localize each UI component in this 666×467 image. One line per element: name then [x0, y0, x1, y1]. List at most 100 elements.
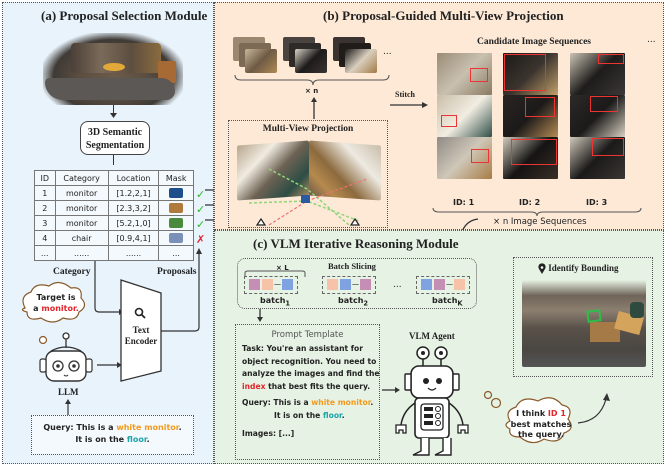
target-thought-bubble: Target is a monitor.	[31, 292, 81, 314]
brace-sequences	[432, 207, 642, 217]
times-l-label: × L	[276, 264, 289, 272]
prompt-query-line2: It is on the floor.	[242, 410, 373, 423]
image-token	[282, 279, 293, 290]
proposal-table: ID Category Location Mask 1 monitor [1.2…	[34, 170, 194, 261]
prompt-query-line2-prefix: It is on the	[274, 410, 323, 420]
text-encoder-line2: Encoder	[124, 336, 158, 346]
panel-b-title: (b) Proposal-Guided Multi-View Projectio…	[323, 8, 564, 23]
batch-2: —	[322, 276, 376, 294]
answer-line3: the query.	[517, 430, 565, 439]
text-encoder-label: Text Encoder	[121, 325, 161, 347]
prompt-task-line: object recognition. You need to	[242, 356, 377, 366]
category-label: Category	[53, 267, 91, 277]
candidate-id-3: ID: 3	[586, 198, 608, 207]
cell-location: ......	[107, 245, 160, 261]
prompt-task-rest: that best fits the query.	[265, 381, 371, 391]
check-icon: ✓	[196, 218, 206, 231]
arrow-batch-to-prompt	[257, 309, 263, 322]
image-token	[421, 279, 432, 290]
batch-1-label: batch1	[260, 296, 290, 308]
image-token	[262, 279, 273, 290]
cross-icon: ✗	[196, 233, 206, 246]
candidate-1-frame	[437, 95, 492, 137]
table-row: 3 monitor [5.2,1,0]	[34, 215, 194, 231]
candidate-2-frame	[503, 95, 558, 137]
batch-label-text: batch	[338, 296, 364, 305]
batch-label-sub: 1	[285, 299, 291, 308]
mask-thumbnail	[169, 203, 184, 213]
multiview-title: Multi-View Projection	[262, 124, 354, 134]
check-icon: ✓	[196, 203, 206, 216]
prompt-template-box: Prompt Template Task: You're an assistan…	[235, 324, 380, 460]
cell-category: ......	[54, 245, 109, 261]
stitch-label: Stitch	[395, 90, 415, 99]
identified-scene-image	[522, 280, 646, 367]
query-line2-suffix: .	[146, 435, 150, 444]
panel-a-connectors	[21, 248, 202, 415]
mask-thumbnail	[169, 233, 184, 243]
candidate-id-1: ID: 1	[453, 198, 475, 207]
camera-eye-icon	[255, 217, 267, 226]
batch-slicing-box: Batch Slicing × L — — ... — batch1 batch…	[237, 258, 477, 309]
thought-highlight: monitor	[41, 304, 76, 313]
prompt-query-prefix: Query: This is a	[242, 398, 312, 407]
image-sequences-label: × n Image Sequences	[493, 217, 587, 227]
multi-view-projection-panel: (b) Proposal-Guided Multi-View Projectio…	[214, 2, 664, 230]
candidate-1-frame	[437, 53, 492, 95]
table-row: ... ...... ...... ...	[34, 245, 194, 261]
candidate-3-frame	[570, 53, 625, 95]
image-token	[454, 279, 465, 290]
candidate-2-frame	[503, 53, 558, 95]
candidate-title: Candidate Image Sequences	[477, 37, 592, 47]
3d-scene-pointcloud	[43, 33, 183, 105]
image-token	[434, 279, 445, 290]
answer-prefix: I think	[516, 409, 548, 418]
arrow-scene-to-seg	[113, 105, 114, 115]
batch-dash: —	[274, 280, 281, 289]
thought-prefix: Target is	[36, 293, 76, 302]
candidate-3-frame	[570, 95, 625, 137]
prompt-query-floor: floor	[322, 410, 342, 420]
batch-2-label: batch2	[338, 296, 368, 308]
prompt-index-highlight: index	[242, 381, 266, 391]
candidate-1-frame	[437, 137, 492, 179]
search-icon	[134, 307, 146, 322]
batch-slicing-title: Batch Slicing	[328, 261, 376, 271]
prompt-images-line: Images: [...]	[242, 429, 295, 438]
image-token	[249, 279, 260, 290]
image-token	[327, 279, 338, 290]
batch-1: —	[244, 276, 298, 294]
prompt-task-line: index that best fits the query.	[242, 381, 373, 394]
projection-rays	[248, 168, 368, 226]
query-highlight-floor: floor	[126, 435, 147, 444]
batch-label-sub: K	[457, 299, 463, 308]
batch-label-text: batch	[432, 296, 458, 305]
prompt-query-period: .	[370, 398, 374, 407]
llm-label: LLM	[58, 387, 79, 397]
query-line1: Query: This is a white monitor.	[32, 422, 193, 434]
identify-title-text: Identify Bounding	[548, 263, 619, 273]
brace-n	[234, 74, 390, 86]
prompt-query-white-monitor: white monitor	[311, 398, 371, 407]
vlm-agent-robot-icon	[395, 346, 469, 456]
mask-thumbnail	[169, 218, 184, 228]
seg-line2: Segmentation	[85, 140, 145, 151]
bounding-box-highlight	[586, 309, 602, 323]
table-row: 4 chair [0.9,4,1]	[34, 230, 194, 246]
seg-line1: 3D Semantic	[87, 127, 143, 138]
answer-line2: best matches	[510, 419, 572, 429]
answer-text: I think ID 1 best matches the query.	[506, 409, 576, 441]
multiview-projection-box: Multi-View Projection	[228, 120, 388, 228]
query-period: .	[178, 423, 182, 432]
mask-thumbnail	[169, 188, 184, 198]
prompt-query-line2-suffix: .	[341, 410, 345, 420]
check-icon: ✓	[196, 188, 206, 201]
stitch-arrow	[390, 102, 428, 108]
vlm-agent-label: VLM Agent	[409, 331, 455, 341]
candidate-3-frame	[570, 137, 625, 179]
identify-bounding-box: Identify Bounding	[513, 257, 653, 377]
query-highlight-white-monitor: white monitor	[116, 423, 179, 432]
arrow-head	[110, 113, 117, 118]
answer-thought-bubble-shape	[483, 390, 610, 444]
thought-suffix: .	[75, 304, 79, 313]
